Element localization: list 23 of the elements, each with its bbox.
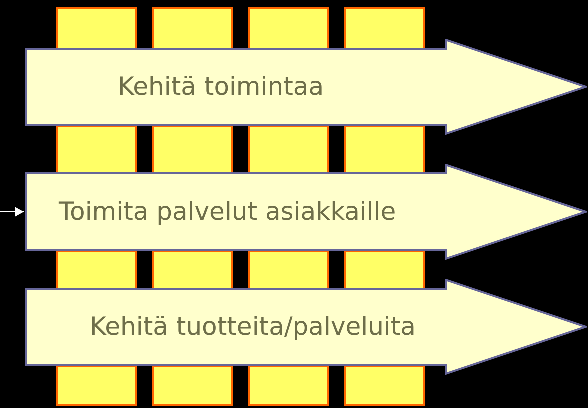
column-bar: [344, 125, 425, 174]
arrow: [0, 207, 24, 217]
column-bar: [152, 7, 233, 50]
column-bar: [152, 250, 233, 290]
arrow-band: [25, 279, 587, 375]
column-bar: [248, 250, 329, 290]
arrow-band: [25, 164, 587, 260]
column-bar: [152, 125, 233, 174]
column-bar: [248, 7, 329, 50]
band-label: Kehitä toimintaa: [118, 72, 324, 102]
column-bar: [344, 250, 425, 290]
column-bar: [56, 250, 137, 290]
column-bar: [56, 7, 137, 50]
column-bar: [248, 365, 329, 406]
column-bar: [248, 125, 329, 174]
arrow-band: [25, 39, 587, 135]
column-bar: [56, 125, 137, 174]
band-label: Toimita palvelut asiakkaille: [59, 197, 396, 227]
column-bar: [56, 365, 137, 406]
column-bar: [344, 365, 425, 406]
column-bar: [344, 7, 425, 50]
column-bar: [152, 365, 233, 406]
band-label: Kehitä tuotteita/palveluita: [90, 312, 416, 342]
